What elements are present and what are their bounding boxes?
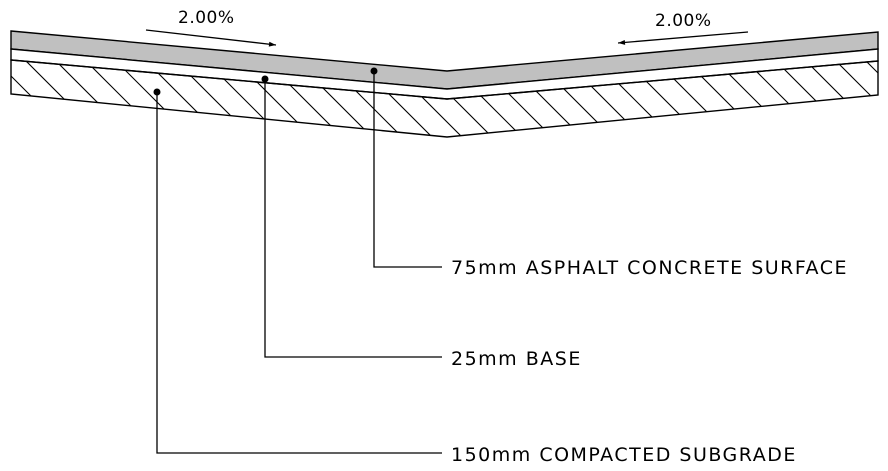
slope-label-right: 2.00%	[655, 11, 712, 31]
label-base: 25mm BASE	[451, 348, 582, 370]
hatch-line	[11, 60, 46, 137]
label-compacted-subgrade: 150mm COMPACTED SUBGRADE	[451, 444, 797, 466]
slope-arrow-left	[145, 29, 277, 47]
leader-subgrade	[153, 88, 442, 454]
asphalt-surface-layer	[10, 30, 879, 90]
slope-arrow-right	[617, 31, 749, 45]
leader-base	[261, 75, 442, 358]
label-asphalt-surface: 75mm ASPHALT CONCRETE SURFACE	[451, 257, 848, 279]
hatch-line	[859, 60, 878, 137]
slope-label-left: 2.00%	[178, 8, 235, 28]
leader-asphalt	[370, 67, 442, 268]
